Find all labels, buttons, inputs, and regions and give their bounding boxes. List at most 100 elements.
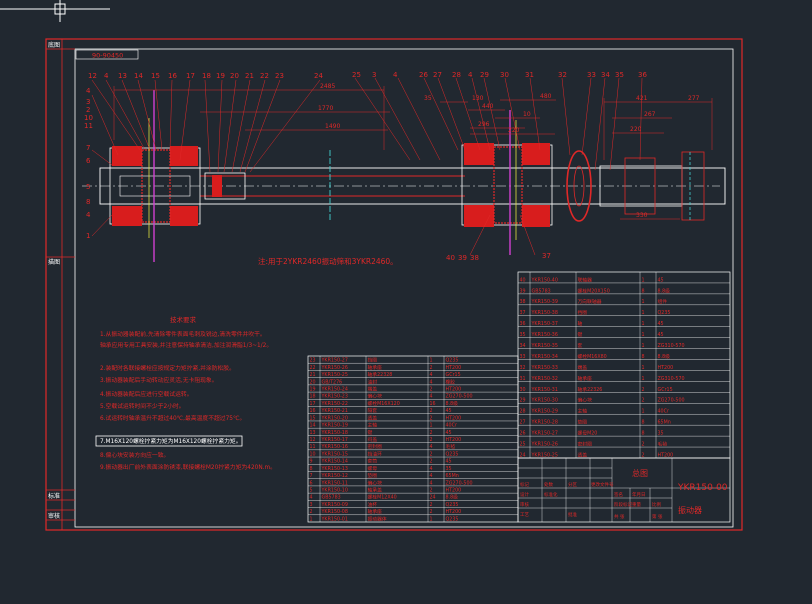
table-cell: 25 — [520, 441, 526, 447]
table-cell: 轴承座 — [578, 375, 593, 382]
left-label-4: 审核 — [48, 512, 60, 520]
table-cell: YKR150-32 — [531, 376, 558, 382]
callout-top-5: 15 — [151, 72, 160, 80]
table-cell: YKR150-10 — [321, 488, 348, 494]
table-cell: 偏心块 — [368, 479, 383, 486]
table-cell: 4 — [430, 473, 433, 479]
tech-req-line-4: 3.振动器装配后手动转动应灵活,无卡阻现象。 — [100, 376, 218, 384]
callout-top-21: 4 — [468, 71, 473, 79]
callout-bottom-3: 38 — [470, 254, 479, 262]
table-cell: YKR150-13 — [321, 466, 348, 472]
table-cell: Q235 — [446, 451, 459, 457]
table-cell: 45 — [658, 277, 664, 283]
tb-cell-4: 更改文件号 — [591, 481, 614, 488]
tech-requirements: 技术要求 1.从振动器装配前,先清除零件表面毛刺及锐边,清洗零件并吹干。 轴承应… — [100, 315, 276, 471]
table-cell: 8.8级 — [658, 353, 671, 360]
table-cell: 33 — [520, 354, 526, 360]
callout-top-28: 35 — [615, 71, 624, 79]
table-cell: Q235 — [446, 502, 459, 508]
tech-req-line-2: 轴承应用专用工具安装,并注意保持轴承清洁,加注润滑脂1/3~1/2。 — [100, 341, 272, 349]
table-cell: 2 — [642, 387, 645, 393]
callout-top-26: 33 — [587, 71, 596, 79]
callout-top-18: 26 — [419, 71, 428, 79]
callout-left-3: 2 — [86, 106, 90, 114]
title-main: 总图 — [632, 468, 648, 478]
tech-req-line-8: 7.M16X120螺栓拧紧力矩为M16X120螺栓拧紧力矩。 — [100, 437, 242, 445]
table-cell: 4 — [430, 466, 433, 472]
table-cell: HT200 — [446, 415, 462, 421]
callout-top-1: 12 — [88, 72, 97, 80]
callout-top-27: 34 — [601, 71, 610, 79]
table-cell: 40Cr — [658, 409, 669, 415]
table-cell: 主轴 — [578, 408, 588, 415]
table-cell: 套筒 — [368, 458, 378, 465]
callout-left-10: 4 — [86, 211, 91, 219]
table-cell: 轴承座 — [368, 364, 383, 371]
table-cell: 1 — [310, 516, 313, 522]
table-cell: Q235 — [446, 358, 459, 364]
table-cell: 1 — [642, 343, 645, 349]
table-cell: 35 — [658, 431, 664, 437]
dim-12: 277 — [688, 95, 700, 102]
tech-req-line-9: 8.偏心块安装方向应一致。 — [100, 451, 169, 459]
table-cell: 8.8级 — [446, 400, 459, 407]
callout-top-2: 4 — [104, 72, 109, 80]
table-cell: YKR150-25 — [531, 452, 558, 458]
dim-9: 296 — [478, 121, 490, 128]
table-cell: YKR150-24 — [321, 386, 348, 392]
tech-req-line-3: 2.装配时各联接螺栓应按规定力矩拧紧,并涂防松胶。 — [100, 364, 235, 372]
callout-left-4: 10 — [84, 114, 93, 122]
table-cell: 39 — [520, 288, 526, 294]
table-cell: 15 — [310, 415, 316, 421]
drawing-code: YKR150-00 — [677, 483, 728, 493]
table-cell: 2 — [430, 459, 433, 465]
table-cell: 轴承22328 — [368, 371, 393, 378]
table-cell: 2 — [430, 415, 433, 421]
table-cell: 20 — [310, 379, 316, 385]
tech-req-line-5: 4.振动器装配后应进行空载试运转。 — [100, 390, 193, 398]
left-label-1: 底图 — [48, 41, 60, 49]
table-cell: 振动器体 — [368, 515, 387, 522]
table-cell: 油杯 — [368, 501, 378, 508]
table-cell: 4 — [430, 379, 433, 385]
tb-cell-6: 年月日 — [632, 491, 646, 498]
table-cell: 端盖 — [578, 364, 588, 371]
left-bearing-housing — [109, 90, 201, 262]
callouts-left: 4 3 2 10 11 7 6 5 8 4 1 — [84, 87, 93, 240]
table-cell: 40 — [520, 277, 526, 283]
outer-sheet-frame — [45, 38, 743, 531]
table-cell: GB/T276 — [322, 379, 343, 385]
table-cell: YKR150-37 — [531, 321, 558, 327]
table-cell: HT200 — [658, 365, 674, 371]
table-cell: 1 — [430, 516, 433, 522]
table-cell: 1 — [642, 310, 645, 316]
table-cell: 37 — [520, 310, 526, 316]
callout-left-8: 5 — [86, 183, 90, 191]
table-cell: ZG270-500 — [446, 394, 473, 400]
table-cell: YKR150-23 — [321, 394, 348, 400]
table-cell: 9 — [310, 459, 313, 465]
callout-top-3: 13 — [118, 72, 127, 80]
flywheel — [566, 150, 592, 222]
table-cell: GCr15 — [446, 372, 461, 378]
table-cell: YKR150-39 — [531, 299, 558, 305]
table-cell: YKR150-14 — [321, 459, 348, 465]
table-cell: 套 — [578, 342, 583, 349]
table-cell: ZG270-500 — [446, 480, 473, 486]
table-cell: GB5783 — [322, 495, 341, 501]
table-cell: 1 — [642, 277, 645, 283]
table-cell: 45 — [658, 321, 664, 327]
table-cell: YKR150-11 — [321, 480, 348, 486]
table-cell: 8.8级 — [658, 287, 671, 294]
dim-7: 480 — [540, 93, 552, 100]
table-cell: YKR150-17 — [321, 437, 348, 443]
table-cell: 8 — [310, 466, 313, 472]
table-cell: YKR150-35 — [531, 343, 558, 349]
table-cell: 偏心块 — [578, 397, 593, 404]
callout-bottom-1: 40 — [446, 254, 455, 262]
table-cell: 毛毡 — [446, 443, 456, 450]
table-cell: YKR150-26 — [321, 365, 348, 371]
callout-top-20: 28 — [452, 71, 461, 79]
